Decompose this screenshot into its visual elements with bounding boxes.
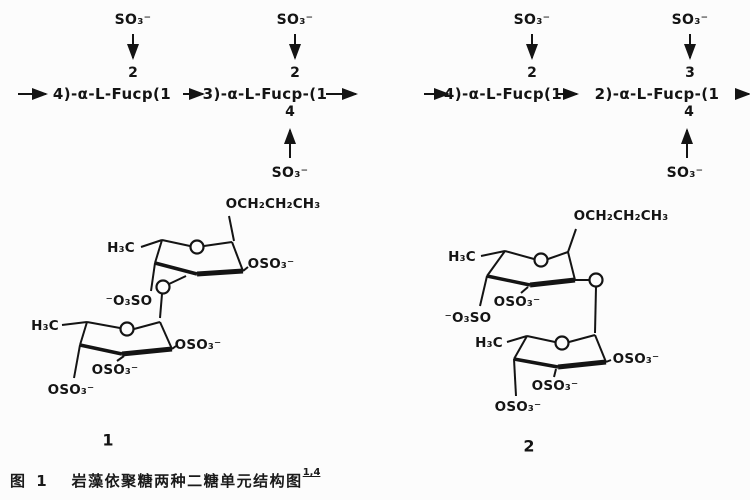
figure-caption-text: 岩藻依聚糖两种二糖单元结构图 [71, 472, 303, 490]
sulfate-ester-label: OSO₃⁻ [47, 382, 95, 398]
sulfate-label: SO₃⁻ [666, 165, 704, 181]
formula-left-arrows [18, 34, 358, 158]
methyl-label: H₃C [31, 318, 59, 334]
figure-number: 图 1 [10, 472, 50, 490]
glycosidic-oxygen-icon [155, 279, 171, 295]
formula-right-arrows [424, 34, 750, 158]
position-number: 4 [684, 104, 694, 120]
ring-oxygen-icon [533, 252, 549, 268]
sulfate-ester-label: ⁻O₃SO [105, 293, 153, 309]
sulfate-label: SO₃⁻ [271, 165, 309, 181]
sulfate-label: SO₃⁻ [276, 12, 314, 28]
structure-1-bonds [61, 215, 249, 379]
methyl-label: H₃C [475, 335, 503, 351]
methyl-label: H₃C [107, 240, 135, 256]
structure-2-bonds [479, 228, 612, 397]
position-number: 2 [128, 65, 138, 81]
sulfate-ester-label: OSO₃⁻ [247, 256, 295, 272]
sulfate-ester-label: OSO₃⁻ [531, 378, 579, 394]
sulfate-ester-label: OSO₃⁻ [174, 337, 222, 353]
methyl-label: H₃C [448, 249, 476, 265]
sulfate-ester-label: OSO₃⁻ [612, 351, 660, 367]
ring-oxygen-icon [554, 335, 570, 351]
glycosidic-oxygen-icon [588, 272, 604, 288]
sulfate-label: SO₃⁻ [513, 12, 551, 28]
chain-segment: 2)-α-L-Fucp-(1 [594, 85, 720, 103]
sulfate-ester-label: OSO₃⁻ [91, 362, 139, 378]
sulfate-ester-label: OSO₃⁻ [494, 399, 542, 415]
position-number: 4 [285, 104, 295, 120]
sulfate-ester-label: ⁻O₃SO [444, 310, 492, 326]
propyl-label: OCH₂CH₂CH₃ [225, 196, 321, 212]
structure-label: 1 [102, 430, 114, 450]
figure-caption: 图 1 岩藻依聚糖两种二糖单元结构图 1,4 [10, 467, 321, 491]
ring-oxygen-icon [189, 239, 205, 255]
sulfate-label: SO₃⁻ [671, 12, 709, 28]
chain-segment: 3)-α-L-Fucp-(1 [202, 85, 328, 103]
position-number: 2 [527, 65, 537, 81]
ring-oxygen-icon [119, 321, 135, 337]
sulfate-ester-label: OSO₃⁻ [493, 294, 541, 310]
sulfate-label: SO₃⁻ [114, 12, 152, 28]
propyl-label: OCH₂CH₂CH₃ [573, 208, 669, 224]
position-number: 2 [290, 65, 300, 81]
chain-segment: 4)-α-L-Fucp(1 [52, 85, 172, 103]
chain-segment: 4)-α-L-Fucp(1 [443, 85, 563, 103]
position-number: 3 [685, 65, 695, 81]
citation-reference: 1,4 [302, 467, 321, 478]
structure-label: 2 [523, 436, 535, 456]
